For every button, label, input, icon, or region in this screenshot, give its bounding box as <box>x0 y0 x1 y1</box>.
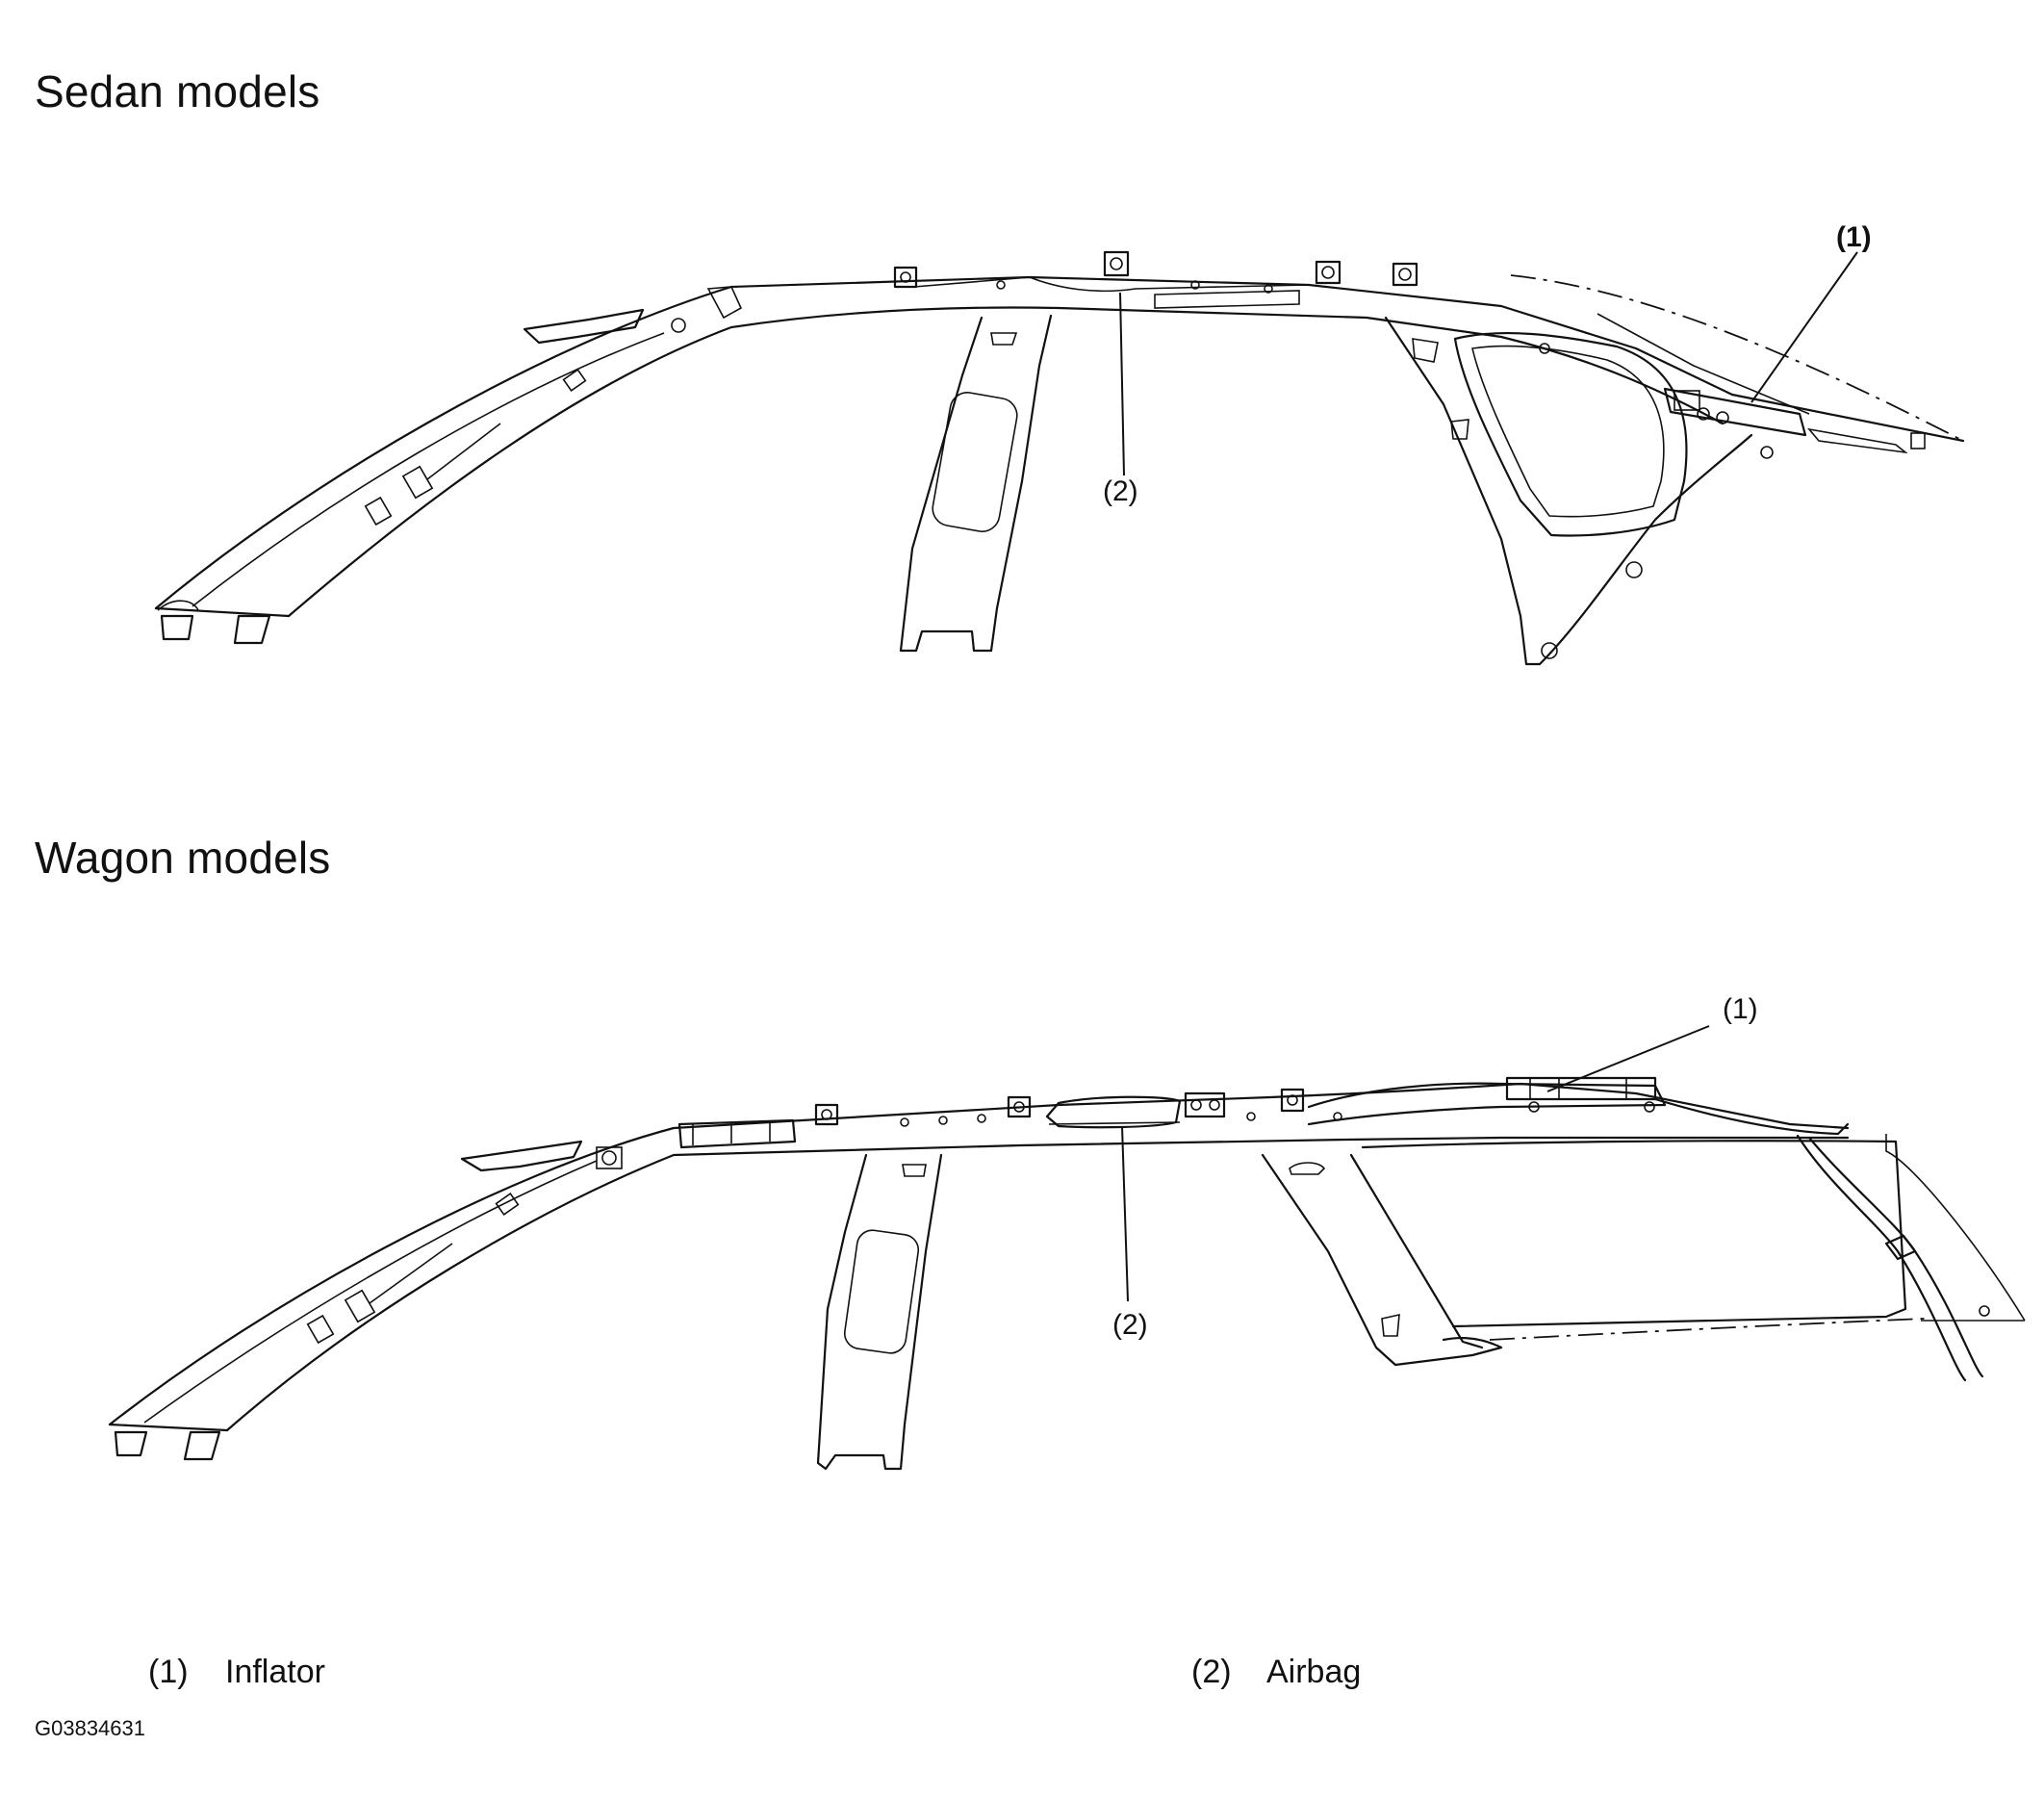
sedan-curtain-airbag-drawing: (1) (2) <box>154 221 1965 666</box>
sedan-airbag-leader <box>1119 292 1125 476</box>
wagon-callout-airbag: (2) <box>1112 1309 1148 1341</box>
wagon-inflator <box>1307 1076 1667 1126</box>
figure-id: G03834631 <box>35 1716 145 1740</box>
sedan-callout-inflator: (1) <box>1836 221 1872 253</box>
sedan-models-heading: Sedan models <box>35 66 320 116</box>
sedan-callout-airbag: (2) <box>1103 475 1138 507</box>
wagon-airbag-leader <box>1121 1125 1129 1302</box>
sedan-inflator <box>1663 387 1926 454</box>
legend-airbag-label: Airbag <box>1266 1654 1362 1690</box>
wagon-models-heading: Wagon models <box>35 833 331 883</box>
sedan-inflator-leader <box>1750 251 1858 403</box>
wagon-curtain-airbag-drawing: (1) (2) <box>108 993 2026 1471</box>
wagon-callout-inflator: (1) <box>1723 993 1758 1025</box>
legend-inflator-number: (1) <box>148 1654 189 1690</box>
wagon-mount-tabs <box>814 1088 1305 1126</box>
legend-airbag-number: (2) <box>1191 1654 1232 1690</box>
legend-inflator-label: Inflator <box>225 1654 325 1690</box>
wagon-inflator-leader <box>1546 1025 1710 1092</box>
sedan-mount-tabs <box>893 250 1418 289</box>
